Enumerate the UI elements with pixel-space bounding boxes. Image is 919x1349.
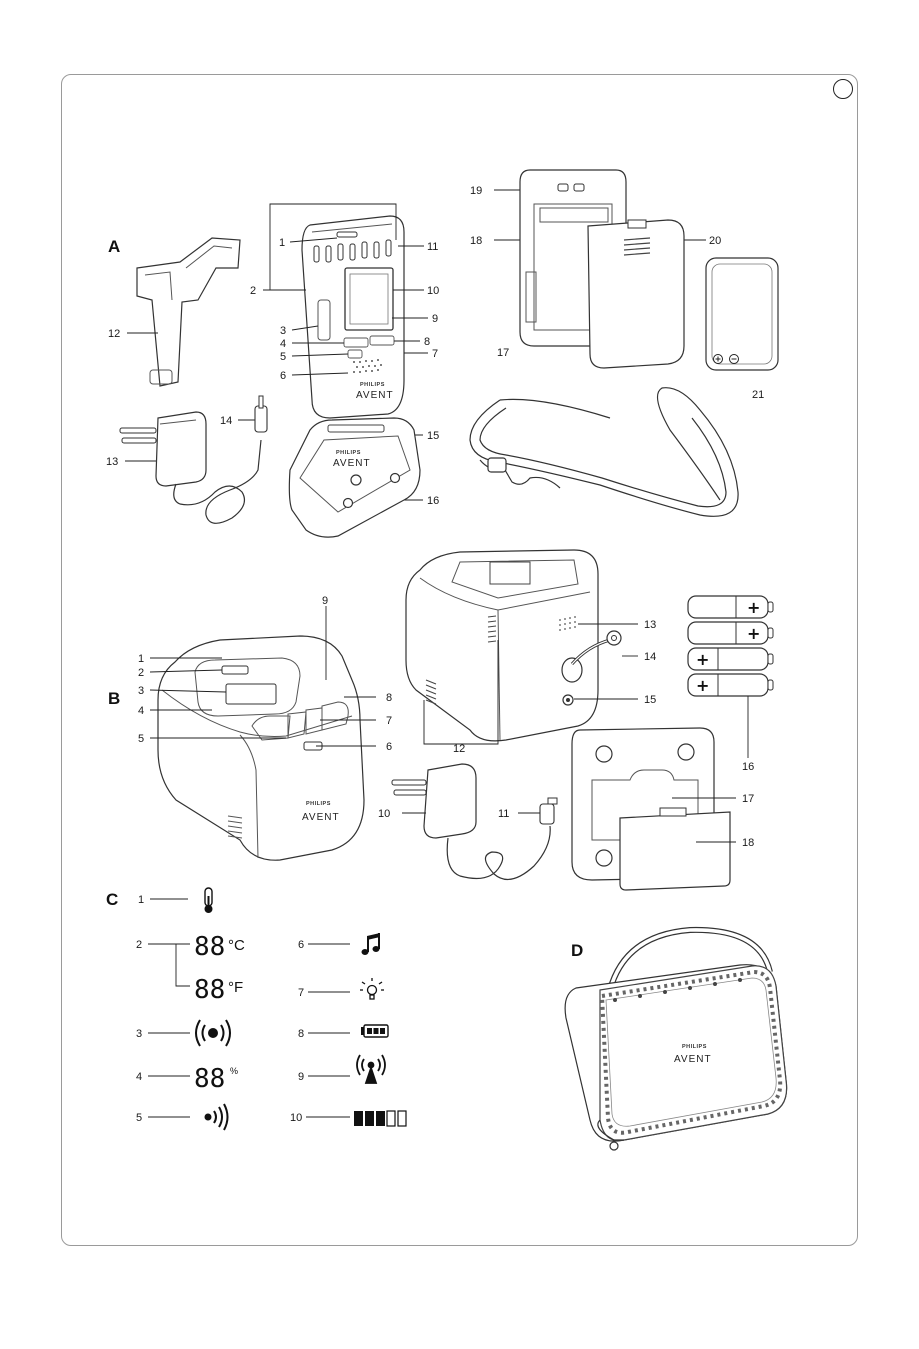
thermometer-icon — [205, 888, 213, 913]
parent-unit: PHILIPS AVENT — [302, 216, 404, 418]
label-a-1: 1 — [279, 237, 285, 249]
label-b-17: 17 — [742, 793, 754, 805]
carrying-case: PHILIPS AVENT — [565, 930, 787, 1150]
label-a-4: 4 — [280, 338, 286, 350]
baby-unit-front: PHILIPS AVENT — [158, 636, 364, 860]
label-c-8: 8 — [298, 1028, 304, 1040]
link-icon — [357, 1055, 385, 1083]
label-c-2: 2 — [136, 939, 142, 951]
label-a-14: 14 — [220, 415, 232, 427]
label-a-18: 18 — [470, 235, 482, 247]
label-a-7: 7 — [432, 348, 438, 360]
brand-philips: PHILIPS — [360, 382, 385, 388]
case-brand-avent: AVENT — [674, 1054, 712, 1065]
svg-text:+: + — [747, 598, 760, 617]
display-screen — [345, 268, 393, 330]
label-b-9: 9 — [322, 595, 328, 607]
label-b-16: 16 — [742, 761, 754, 773]
unit-celsius: °C — [228, 937, 245, 954]
label-c-10: 10 — [290, 1112, 302, 1124]
humidity-digits: 88 — [194, 1064, 225, 1094]
section-label-c: C — [106, 890, 118, 909]
label-a-5: 5 — [280, 351, 286, 363]
label-b-1: 1 — [138, 653, 144, 665]
label-a-21: 21 — [752, 389, 764, 401]
label-b-6: 6 — [386, 741, 392, 753]
dock-brand-philips: PHILIPS — [336, 450, 361, 456]
label-b-7: 7 — [386, 715, 392, 727]
label-a-3: 3 — [280, 325, 286, 337]
battery-pack — [706, 258, 778, 370]
callout-lines-c — [148, 899, 350, 1117]
battery-icon — [361, 1025, 388, 1037]
night-light-icon — [360, 978, 384, 999]
brand-avent: AVENT — [356, 390, 394, 401]
power-adapter-b — [392, 764, 557, 879]
label-a-8: 8 — [424, 336, 430, 348]
label-c-9: 9 — [298, 1071, 304, 1083]
sound-level-icon — [196, 1020, 230, 1046]
label-a-12: 12 — [108, 328, 120, 340]
case-brand-philips: PHILIPS — [682, 1044, 707, 1050]
label-b-11: 11 — [498, 808, 509, 820]
label-a-16: 16 — [427, 495, 439, 507]
label-a-9: 9 — [432, 313, 438, 325]
label-a-20: 20 — [709, 235, 721, 247]
label-b-8: 8 — [386, 692, 392, 704]
aa-batteries: + + + + — [688, 596, 773, 696]
dock-brand-avent: AVENT — [333, 458, 371, 469]
charger-dock: PHILIPS AVENT — [289, 418, 420, 537]
unit-fahrenheit: °F — [228, 979, 243, 996]
temp-digits-celsius: 88 — [194, 932, 225, 962]
sound-small-icon — [206, 1104, 228, 1130]
parent-unit-back — [520, 170, 684, 368]
baby-unit-brand-philips: PHILIPS — [306, 801, 331, 807]
label-a-6: 6 — [280, 370, 286, 382]
label-a-19: 19 — [470, 185, 482, 197]
label-b-15: 15 — [644, 694, 656, 706]
label-b-5: 5 — [138, 733, 144, 745]
svg-text:+: + — [696, 676, 709, 695]
section-label-d: D — [571, 941, 583, 960]
label-b-3: 3 — [138, 685, 144, 697]
label-a-2: 2 — [250, 285, 256, 297]
label-c-7: 7 — [298, 987, 304, 999]
music-note-icon — [362, 933, 381, 955]
label-b-13: 13 — [644, 619, 656, 631]
label-a-17: 17 — [497, 347, 509, 359]
section-label-b: B — [108, 689, 120, 708]
label-a-10: 10 — [427, 285, 439, 297]
baby-unit-brand-avent: AVENT — [302, 812, 340, 823]
baby-unit-bottom — [572, 728, 730, 890]
section-label-a: A — [108, 237, 120, 256]
label-b-14: 14 — [644, 651, 656, 663]
neck-strap — [470, 388, 738, 517]
label-b-4: 4 — [138, 705, 144, 717]
label-c-1: 1 — [138, 894, 144, 906]
power-adapter-a — [120, 396, 267, 523]
label-c-4: 4 — [136, 1071, 142, 1083]
svg-text:+: + — [747, 624, 760, 643]
label-c-6: 6 — [298, 939, 304, 951]
label-c-5: 5 — [136, 1112, 142, 1124]
label-b-10: 10 — [378, 808, 390, 820]
unit-percent: % — [230, 1066, 238, 1076]
baby-unit-back — [406, 550, 621, 741]
label-b-12: 12 — [453, 743, 465, 755]
svg-text:+: + — [696, 650, 709, 669]
label-a-15: 15 — [427, 430, 439, 442]
label-a-13: 13 — [106, 456, 118, 468]
belt-clip — [137, 238, 240, 386]
temp-digits-fahrenheit: 88 — [194, 975, 225, 1005]
label-b-18: 18 — [742, 837, 754, 849]
signal-bars-icon — [354, 1111, 406, 1126]
label-a-11: 11 — [427, 241, 438, 253]
label-c-3: 3 — [136, 1028, 142, 1040]
label-b-2: 2 — [138, 667, 144, 679]
